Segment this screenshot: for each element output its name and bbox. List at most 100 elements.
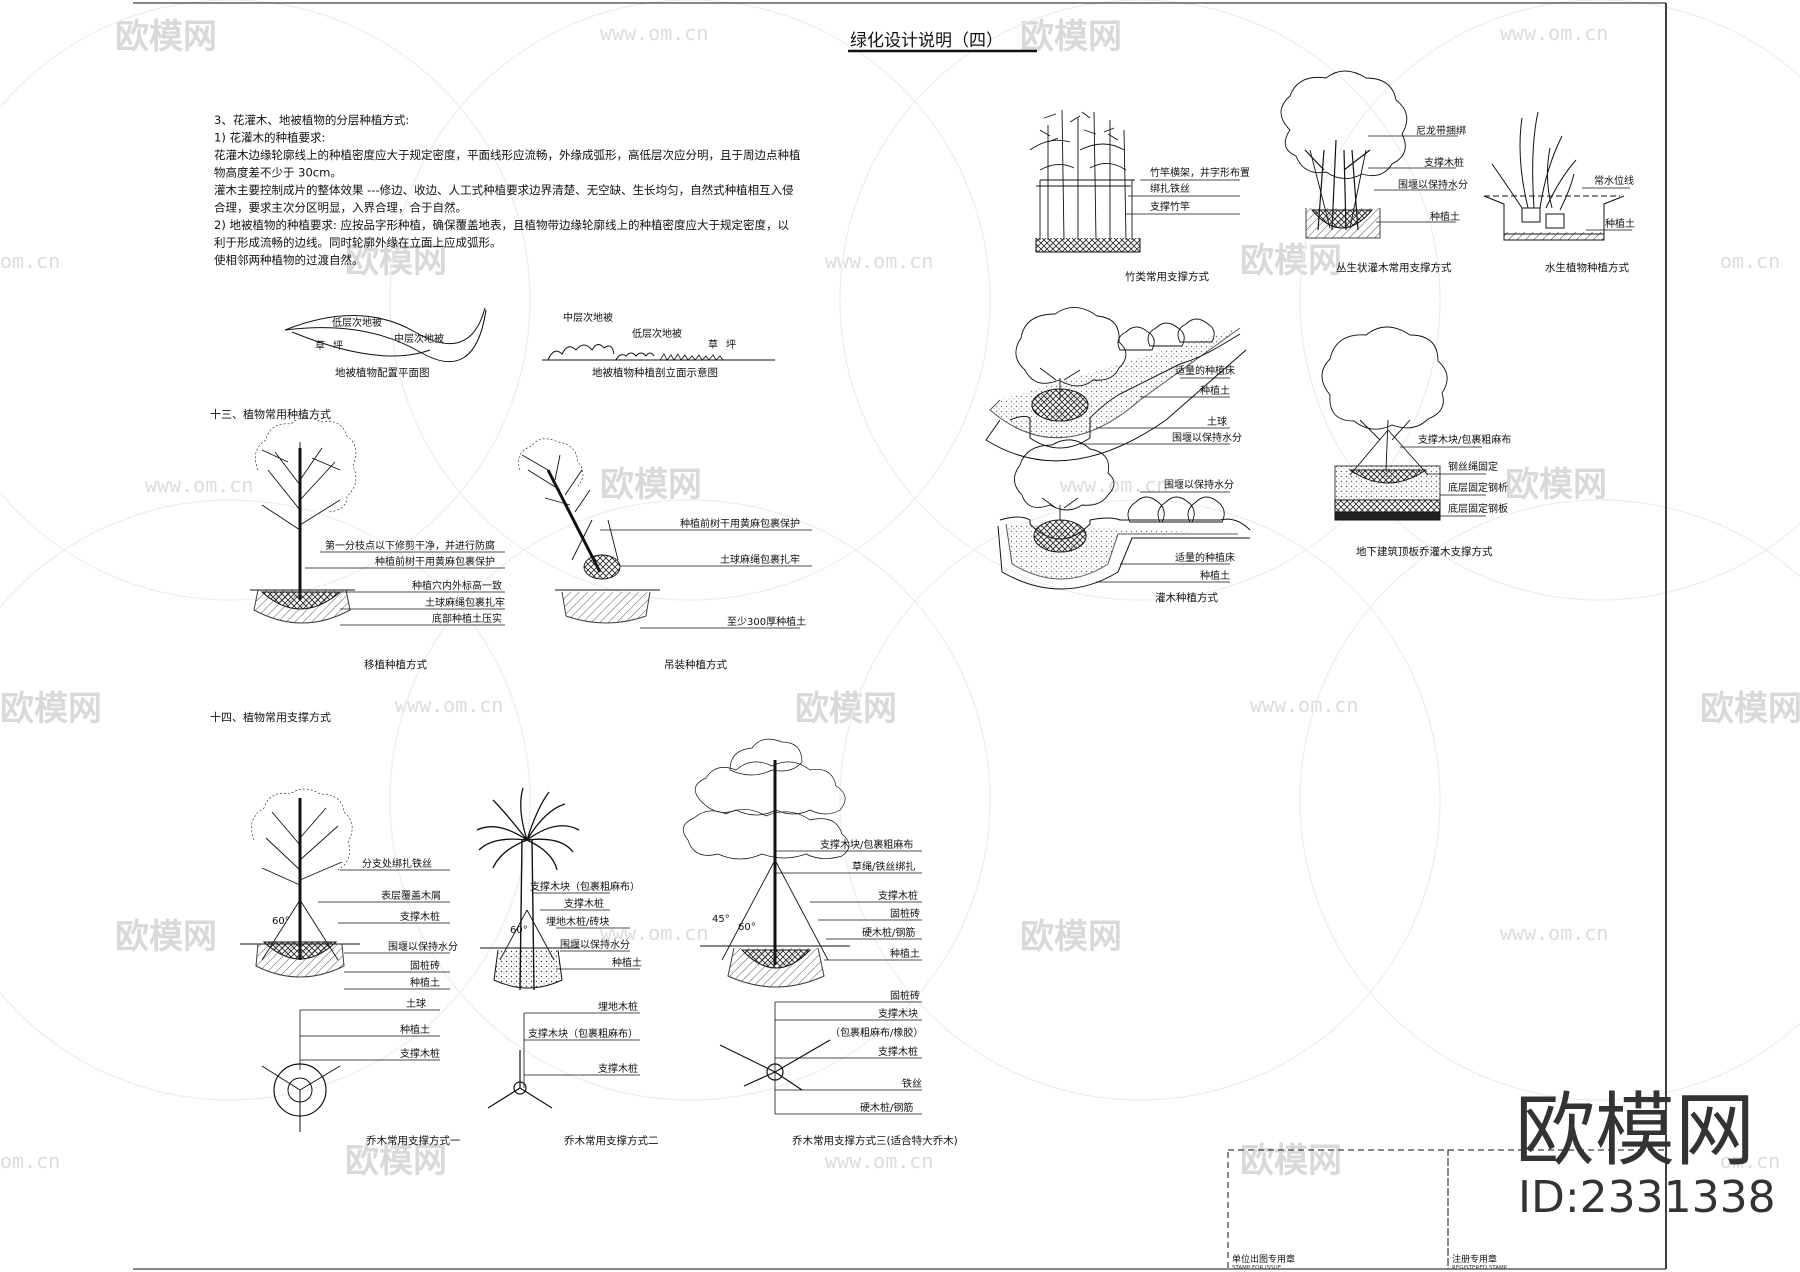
watermark-arc xyxy=(389,0,991,601)
support2-label-3: 埋地木桩/砖块 xyxy=(546,915,609,928)
watermark-text: 欧模网 xyxy=(795,689,897,729)
support1-label-5: 固桩砖 xyxy=(410,959,440,972)
intro-line: 使相邻两种植物的过渡自然。 xyxy=(214,253,364,267)
reg-stamp-en: REGISTERED STAMP xyxy=(1452,1265,1508,1271)
aquatic-label-1: 常水位线 xyxy=(1594,174,1634,187)
intro-line: 物高度差不少于 30cm。 xyxy=(214,166,342,180)
underground-label-4: 底层固定钢板 xyxy=(1448,502,1508,515)
support1-angle: 60° xyxy=(272,916,290,927)
bamboo-caption: 竹类常用支撑方式 xyxy=(1125,270,1209,283)
support3-plan-icon xyxy=(719,1039,831,1091)
support3-label-3: 支撑木桩 xyxy=(878,889,918,902)
support2-label-5: 种植土 xyxy=(612,956,642,969)
bamboo-diagram: 竹竿横架，井字形布置 绑扎铁丝 支撑竹竿 竹类常用支撑方式 xyxy=(1029,109,1250,283)
support1-label-7: 土球 xyxy=(406,997,426,1010)
shrub-label-3: 种植土 xyxy=(1200,569,1230,582)
support2-label-8: 支撑木桩 xyxy=(598,1062,638,1075)
support2-diagram: 60° 支撑木块（包裹粗麻布） 支撑木桩 埋地木桩/砖块 围堰以保持水分 种植土… xyxy=(476,787,659,1147)
bamboo-icon xyxy=(1029,109,1135,241)
support2-label-7: 支撑木块（包裹粗麻布） xyxy=(528,1027,638,1040)
watermark-arc xyxy=(0,499,531,1101)
underground-label-2: 钢丝绳固定 xyxy=(1448,460,1498,473)
section13-heading: 十三、植物常用种植方式 xyxy=(210,407,331,421)
watermark-text: 欧模网 xyxy=(345,241,447,281)
gc-plan-label-2: 中层次地被 xyxy=(394,332,444,345)
support3-label-9: （包裹粗麻布/橡胶） xyxy=(830,1026,923,1039)
support3-angle-left: 45° xyxy=(712,914,730,925)
clump-label-4: 种植土 xyxy=(1430,210,1460,223)
slope-diagram: 适量的种植床 种植土 土球 围堰以保持水分 xyxy=(985,307,1247,462)
support2-angle: 60° xyxy=(510,925,528,936)
intro-line: 3、花灌木、地被植物的分层种植方式: xyxy=(214,113,409,127)
aquatic-label-2: 种植土 xyxy=(1605,217,1635,230)
shrub-caption: 灌木种植方式 xyxy=(1155,591,1218,604)
support1-tree-icon xyxy=(251,788,353,961)
watermark-text: www.om.cn xyxy=(145,473,253,497)
watermark-text: 欧模网 xyxy=(345,1141,447,1181)
underground-caption: 地下建筑顶板乔灌木支撑方式 xyxy=(1356,545,1493,558)
watermark-text: 欧模网 xyxy=(1020,917,1122,957)
slope-label-3: 土球 xyxy=(1207,415,1227,428)
watermark-text: www.om.cn xyxy=(600,921,708,945)
support3-angle-right: 60° xyxy=(738,922,756,933)
watermark-text: om.cn xyxy=(0,249,60,273)
watermark-arc xyxy=(389,499,991,1101)
intro-line: 灌木主要控制成片的整体效果 ---修边、收边、人工式种植要求边界清楚、无空缺、生… xyxy=(214,183,794,197)
watermark-text: 欧模网 xyxy=(1240,241,1342,281)
gc-plan-label-4: 坪 xyxy=(333,339,343,352)
support2-label-6: 埋地木桩 xyxy=(598,1000,638,1013)
aquatic-plant-icon xyxy=(1491,111,1577,211)
underground-tree-icon xyxy=(1321,326,1448,476)
gc-plan-label-1: 低层次地被 xyxy=(332,316,382,329)
transplant-label-4: 土球麻绳包裹扎牢 xyxy=(425,596,505,609)
gc-sec-caption: 地被植物种植剖立面示意图 xyxy=(592,366,718,379)
watermark-text: 欧模网 xyxy=(1700,689,1800,729)
hoist-label-2: 土球麻绳包裹扎牢 xyxy=(720,553,800,566)
transplant-tree-icon xyxy=(255,417,357,600)
clump-tree-icon xyxy=(1280,70,1408,231)
watermark-text: 欧模网 xyxy=(1505,465,1607,505)
support1-label-6: 种植土 xyxy=(410,976,440,989)
support3-label-2: 草绳/铁丝绑扎 xyxy=(852,860,915,873)
underground-label-3: 底层固定钢析 xyxy=(1448,481,1508,494)
reg-stamp-label: 注册专用章 xyxy=(1452,1253,1497,1265)
watermark-text: 欧模网 xyxy=(115,917,217,957)
watermark-text: www.om.cn xyxy=(1500,21,1608,45)
watermark-text: 欧模网 xyxy=(115,17,217,57)
intro-line: 利于形成流畅的边线。同时轮廓外缘在立面上应成弧形。 xyxy=(214,236,502,250)
watermark-text: www.om.cn xyxy=(1500,921,1608,945)
support1-label-1: 分支处绑扎铁丝 xyxy=(362,857,432,870)
support1-label-4: 围堰以保持水分 xyxy=(388,940,458,953)
underground-label-1: 支撑木块/包裹粗麻布 xyxy=(1418,433,1511,446)
support3-label-8: 支撑木块 xyxy=(878,1007,918,1020)
transplant-diagram: 第一分枝点以下修剪干净，并进行防腐 种植前树干用黄麻包裹保护 种植穴内外标高一致… xyxy=(250,417,505,671)
watermark-arc xyxy=(0,0,531,601)
gc-sec-label-4: 坪 xyxy=(726,338,736,351)
transplant-label-2: 种植前树干用黄麻包裹保护 xyxy=(375,555,495,568)
hoist-diagram: 种植前树干用黄麻包裹保护 土球麻绳包裹扎牢 至少300厚种植土 吊装种植方式 xyxy=(518,438,812,671)
watermark-text: om.cn xyxy=(0,1149,60,1173)
section14-heading: 十四、植物常用支撑方式 xyxy=(210,710,331,724)
support2-label-4: 围堰以保持水分 xyxy=(560,938,630,951)
watermark-text: www.om.cn xyxy=(395,693,503,717)
clump-label-1: 尼龙带捆绑 xyxy=(1416,124,1466,137)
watermark-text: 欧模网 xyxy=(600,465,702,505)
transplant-label-3: 种植穴内外标高一致 xyxy=(412,579,502,592)
support2-label-1: 支撑木块（包裹粗麻布） xyxy=(530,880,640,893)
support1-label-3: 支撑木桩 xyxy=(400,910,440,923)
support1-plan-icon xyxy=(261,1063,341,1132)
shrub-tree-icon xyxy=(1014,439,1225,523)
slope-label-2: 种植土 xyxy=(1200,384,1230,397)
hoist-label-1: 种植前树干用黄麻包裹保护 xyxy=(680,517,800,530)
watermark-arc xyxy=(1299,499,1800,1101)
support2-label-2: 支撑木桩 xyxy=(564,897,604,910)
intro-notes: 3、花灌木、地被植物的分层种植方式:1) 花灌木的种植要求:花灌木边缘轮廓线上的… xyxy=(214,113,801,267)
transplant-caption: 移植种植方式 xyxy=(364,658,427,671)
intro-line: 2) 地被植物的种植要求: 应按品字形种植，确保覆盖地表，且植物带边缘轮廓线上的… xyxy=(214,218,789,232)
support2-plan-icon xyxy=(487,1050,553,1109)
clump-tree-diagram: 尼龙带捆绑 支撑木桩 围堰以保持水分 种植土 丛生状灌木常用支撑方式 xyxy=(1280,70,1468,274)
transplant-label-1: 第一分枝点以下修剪干净，并进行防腐 xyxy=(325,539,495,552)
clump-label-2: 支撑木桩 xyxy=(1424,156,1464,169)
shrub-label-1: 围堰以保持水分 xyxy=(1164,478,1234,491)
